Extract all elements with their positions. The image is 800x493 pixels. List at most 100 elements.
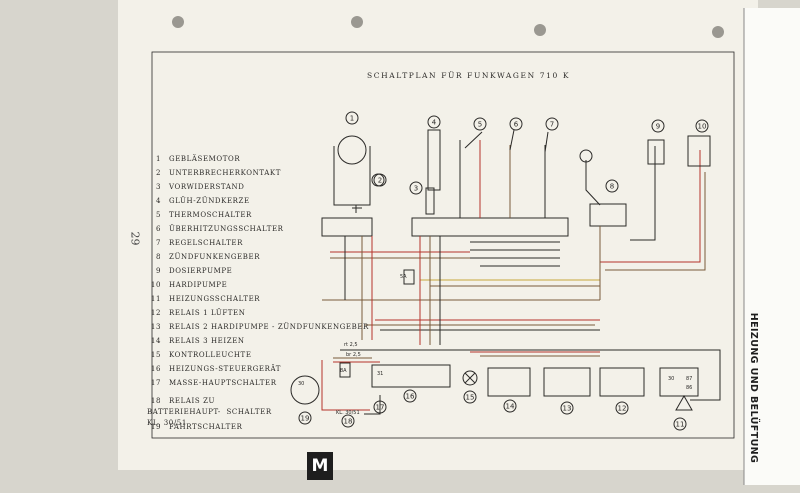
legend-number: 6 [155,225,161,233]
punch-hole-icon [172,16,184,28]
legend-row: 13 RELAIS 2 HARDIPUMPE - ZÜNDFUNKENGEBER [147,323,369,331]
legend-label: HEIZUNGSSCHALTER [169,295,261,303]
badge-16: 16 [406,393,415,401]
contact-symbol [333,146,371,206]
terminal-label-kl: KL. 30/51 [336,410,360,416]
terminal-label-30: 30 [298,381,304,387]
legend-number: 9 [155,267,161,275]
legend-number: 18 [150,397,161,405]
legend-label: UNTERBRECHERKONTAKT [169,169,281,177]
badge-4: 4 [432,119,437,127]
punch-hole-icon [534,24,546,36]
legend-label: HEIZUNGS-STEUERGERÄT [169,365,282,373]
legend-number: 15 [150,351,161,359]
paper-sheet [118,0,758,470]
warning-lamp-icon [462,370,478,386]
components [290,129,711,411]
diagram-title: SCHALTPLAN FÜR FUNKWAGEN 710 K [367,71,571,80]
fuse-8a-icon [339,362,351,378]
legend-row: 3 VORWIDERSTAND [147,183,244,191]
legend-label: KONTROLLEUCHTE [169,351,252,359]
legend-number: 7 [155,239,161,247]
component-badges: 1 2 3 4 5 6 7 8 9 10 11 12 13 14 15 16 1… [298,111,709,431]
legend-label: RELAIS ZU BATTERIEHAUPT- SCHALTER KL. 30… [147,397,272,427]
legend-number: 17 [150,379,161,387]
badge-9: 9 [656,123,660,131]
drive-switch-icon [290,375,320,405]
relay-terminal-87: 87 [686,376,692,382]
legend-row: 11 HEIZUNGSSCHALTER [147,295,260,303]
right-page-edge [744,8,800,485]
page-number: 29 [128,231,142,246]
legend-label: MASSE-HAUPTSCHALTER [169,379,277,387]
badge-6: 6 [514,121,519,129]
legend-label: GEBLÄSEMOTOR [169,155,241,163]
legend-row: 15 KONTROLLEUCHTE [147,351,252,359]
legend-row: 7 REGELSCHALTER [147,239,243,247]
legend-row: 4 GLÜH-ZÜNDKERZE [147,197,250,205]
wire-label-rt25: rt 2,5 [344,342,358,348]
control-switch-icon [544,131,549,153]
legend-row: 1 GEBLÄSEMOTOR [147,155,240,163]
legend-number: 5 [155,211,161,219]
section-tab: M [307,452,333,480]
dosing-pump-icon [647,139,665,165]
badge-3: 3 [414,185,418,193]
legend-label: ZÜNDFUNKENGEBER [169,253,261,261]
legend-number: 11 [150,295,161,303]
badge-10: 10 [698,123,707,131]
legend-row: 5 THERMOSCHALTER [147,211,252,219]
ground-icon [675,394,693,411]
badge-8: 8 [610,183,614,191]
badge-15: 15 [466,394,475,402]
legend-label: DOSIERPUMPE [169,267,233,275]
badge-2: 2 [378,177,382,185]
diagram-frame [151,51,735,439]
badge-14: 14 [506,403,515,411]
legend-label: THERMOSCHALTER [169,211,252,219]
legend-label: VORWIDERSTAND [169,183,245,191]
legend-label: ÜBERHITZUNGSSCHALTER [169,225,284,233]
legend-number: 12 [150,309,161,317]
badge-12: 12 [618,405,627,413]
badge-5: 5 [478,121,482,129]
hardi-pump-icon [687,135,711,167]
relay-2-icon [543,367,591,397]
legend-number: 3 [155,183,161,191]
legend-number: 1 [155,155,161,163]
thermo-switch-icon [464,131,483,149]
legend-number: 4 [155,197,161,205]
wire-labels: rt 2,5 br 2,5 8A 5A KL. 30/51 30 30 87 8… [298,274,692,416]
legend-number: 19 [150,423,161,431]
legend-row: 8 ZÜNDFUNKENGEBER [147,253,260,261]
legend-label: RELAIS 3 HEIZEN [169,337,245,345]
punch-hole-icon [712,26,724,38]
relay-1-icon [599,367,645,397]
legend-label: RELAIS 2 HARDIPUMPE - ZÜNDFUNKENGEBER [169,323,369,331]
legend-number: 10 [150,281,161,289]
badge-11: 11 [676,421,685,429]
legend-number: 2 [155,169,161,177]
fuse-label-8a: 8A [340,368,347,374]
legend-number: 8 [155,253,161,261]
badge-13: 13 [563,405,572,413]
legend-number: 13 [150,323,161,331]
badge-1: 1 [350,115,354,123]
punch-hole-icon [351,16,363,28]
legend-label: REGELSCHALTER [169,239,243,247]
badge-18: 18 [344,418,353,426]
relay-3-icon [487,367,531,397]
wire-label-br25: br 2,5 [346,352,361,358]
legend-label: GLÜH-ZÜNDKERZE [169,197,250,205]
badge-17: 17 [376,404,385,412]
relay-terminal-86: 86 [686,385,692,391]
control-unit-terminal-31: 31 [377,371,383,377]
fuse-label-5a: 5A [400,274,407,280]
